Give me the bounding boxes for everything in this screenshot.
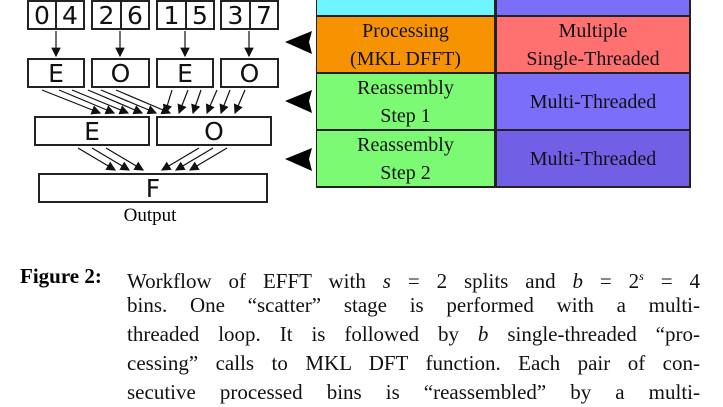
stage-pointer-icon <box>285 31 312 54</box>
final-box: F <box>38 173 268 203</box>
input-cell: 1 <box>156 0 187 30</box>
arrow <box>205 89 218 115</box>
arrow <box>105 147 145 171</box>
stage-cell-reassembly-1: Reassembly Step 1 <box>317 74 494 129</box>
arrow <box>191 89 202 115</box>
caption-text: = 2 <box>583 269 640 293</box>
level2-box: O <box>156 116 272 146</box>
input-cell: 6 <box>120 0 150 30</box>
arrow <box>87 89 144 115</box>
level1-box: O <box>220 58 279 88</box>
output-label: Output <box>123 205 177 226</box>
caption-line: Workflow of EFFT with s = 2 splits and b… <box>127 262 700 296</box>
arrow <box>219 89 231 115</box>
mode-cell-reassembly-2: Multi-Threaded <box>497 131 689 186</box>
level1-box: E <box>27 58 85 88</box>
input-cell: 0 <box>27 0 57 30</box>
caption-text: single-threaded “pro- <box>488 322 700 346</box>
math-var: s <box>382 269 391 293</box>
mode-cell-reassembly-1: Multi-Threaded <box>497 74 689 129</box>
level2-box: E <box>34 116 150 146</box>
caption-line: cessing” calls to MKL DFT function. Each… <box>127 351 700 375</box>
caption-line: secutive processed bins is “reassembled”… <box>127 380 700 404</box>
math-var: s <box>639 269 644 283</box>
arrow <box>174 147 214 171</box>
caption-label: Figure 2: <box>20 264 102 288</box>
arrow <box>77 147 117 171</box>
arrow <box>115 89 172 115</box>
caption-text: = 2 splits and <box>390 269 573 293</box>
arrow <box>58 89 116 115</box>
mode-cell-processing: Multiple Single-Threaded <box>497 17 689 72</box>
arrow <box>233 89 246 115</box>
stage-cell-processing: Processing (MKL DFFT) <box>317 17 494 72</box>
caption-text: = 4 <box>643 269 701 293</box>
caption-text: threaded loop. It is followed by <box>127 322 478 346</box>
input-cell: 2 <box>91 0 122 30</box>
arrow <box>100 89 158 115</box>
arrow <box>91 147 131 171</box>
caption-line: bins. One “scatter” stage is performed w… <box>127 293 700 317</box>
input-cell: 4 <box>55 0 85 30</box>
math-var: b <box>477 322 489 346</box>
stage-table: Processing (MKL DFFT) Multiple Single-Th… <box>316 0 691 188</box>
arrow <box>177 89 189 115</box>
stage-cell-0 <box>317 0 494 15</box>
arrow <box>41 89 102 115</box>
arrow <box>188 147 228 171</box>
mode-cell-0 <box>497 0 689 15</box>
level1-box: O <box>91 58 150 88</box>
arrow <box>160 147 200 171</box>
caption-line: threaded loop. It is followed by b singl… <box>127 320 700 349</box>
stage-pointer-icon <box>285 90 312 113</box>
input-cell: 7 <box>249 0 279 30</box>
arrows <box>41 31 312 171</box>
stage-cell-reassembly-2: Reassembly Step 2 <box>317 131 494 186</box>
arrow <box>71 89 130 115</box>
caption-text: Workflow of EFFT with <box>127 269 383 293</box>
input-cell: 3 <box>220 0 251 30</box>
stage-pointer-icon <box>285 148 312 171</box>
arrow <box>162 89 173 115</box>
level1-box: E <box>156 58 214 88</box>
input-cell: 5 <box>185 0 215 30</box>
math-var: b <box>572 269 584 293</box>
